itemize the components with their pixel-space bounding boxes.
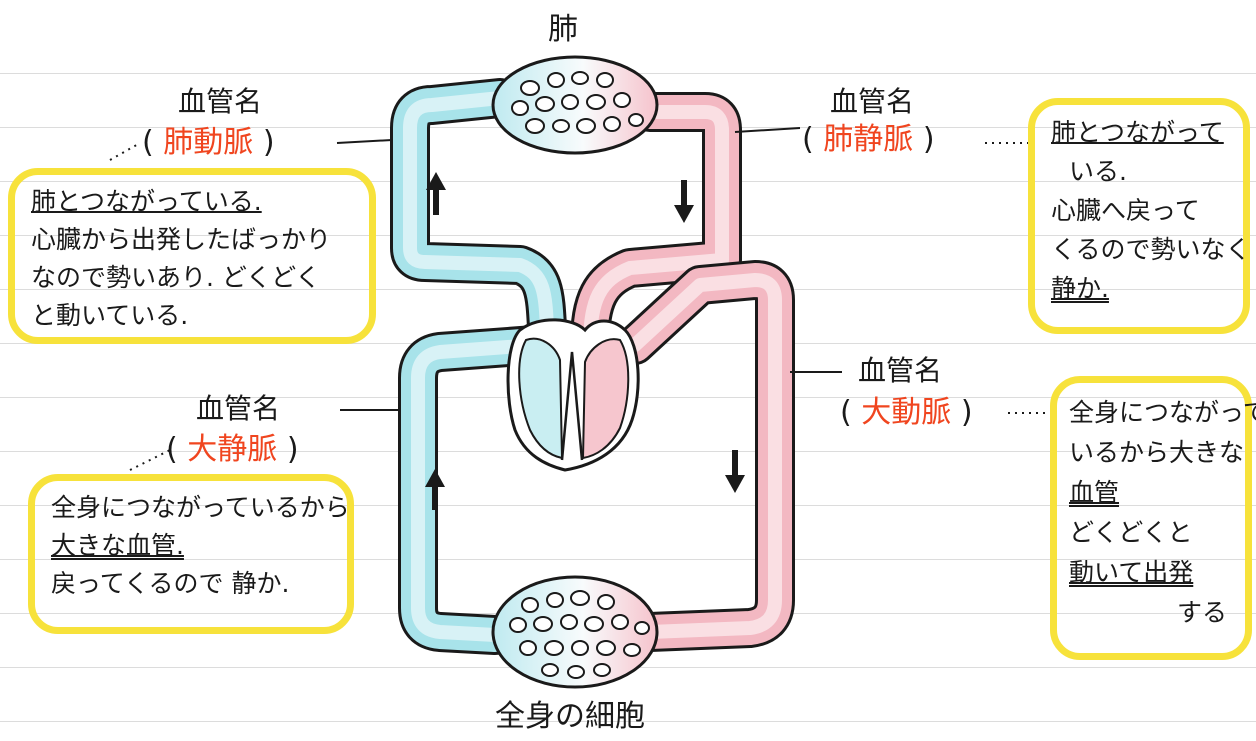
aorta-note: 全身につながって いるから大きな 血管 どくどくと 動いて出発 する	[1050, 376, 1256, 660]
note-line: 心臓へ戻って	[1051, 196, 1200, 225]
flow-arrow-up-pulmonary-artery	[426, 172, 446, 215]
close-paren: )	[286, 432, 299, 467]
note-line: いる.	[1069, 157, 1127, 186]
note-line: なので勢いあり. どくどく	[31, 263, 321, 292]
lung-capillary-bed	[491, 55, 659, 155]
pulmonary-artery-name: ( 肺動脈 )	[142, 128, 275, 158]
pulmonary-vein-note: 肺とつながって いる. 心臓へ戻って くるので勢いなく 静か.	[1028, 98, 1251, 334]
vena-cava-name-text: 大静脈	[187, 432, 278, 467]
lung-label: 肺	[548, 12, 578, 47]
aorta-name-text: 大動脈	[861, 395, 952, 430]
aorta-name: ( 大動脈 )	[840, 398, 973, 428]
leader-line-pulmonary-vein	[734, 127, 801, 133]
vessel-name-label-pulmonary-artery: 血管名	[178, 85, 263, 118]
note-line: いるから大きな	[1069, 438, 1245, 467]
flow-arrow-up-vena-cava	[425, 469, 445, 510]
body-cells-label: 全身の細胞	[495, 699, 645, 734]
dotted-connector-pulmonary-artery	[109, 142, 141, 161]
open-paren: (	[142, 125, 154, 160]
note-line: 戻ってくるので 静か.	[51, 569, 290, 598]
note-line: くるので勢いなく	[1051, 235, 1251, 264]
note-line: 血管	[1069, 478, 1120, 507]
pulmonary-artery-note: 肺とつながっている. 心臓から出発したばっかり なので勢いあり. どくどく と動…	[8, 168, 376, 344]
pulmonary-vein-name-text: 肺静脈	[823, 122, 914, 157]
open-paren: (	[802, 122, 814, 157]
pulmonary-artery-name-text: 肺動脈	[163, 125, 254, 160]
vena-cava-note: 全身につながっているから 大きな血管. 戻ってくるので 静か.	[28, 474, 354, 634]
note-line: 心臓から出発したばっかり	[31, 225, 332, 254]
close-paren: )	[960, 395, 973, 430]
vessel-name-label-pulmonary-vein: 血管名	[830, 85, 915, 118]
note-line: どくどくと	[1069, 518, 1193, 547]
aorta-vessel	[615, 260, 795, 652]
pulmonary-artery-vessel	[390, 78, 568, 365]
vena-cava-name: ( 大静脈 )	[166, 435, 299, 465]
vessel-name-label-vena-cava: 血管名	[196, 392, 281, 425]
flow-arrow-down-aorta	[725, 450, 745, 493]
note-line: 肺とつながっている.	[31, 187, 262, 216]
note-line: 動いて出発	[1069, 558, 1194, 587]
dotted-connector-vena-cava	[129, 449, 171, 471]
vessel-name-label-aorta: 血管名	[858, 354, 943, 387]
vena-cava-vessel	[398, 325, 555, 655]
note-line: 肺とつながって	[1051, 118, 1224, 147]
open-paren: (	[840, 395, 852, 430]
open-paren: (	[166, 432, 178, 467]
close-paren: )	[922, 122, 935, 157]
flow-arrow-down-pulmonary-vein	[674, 180, 694, 223]
heart	[506, 318, 640, 472]
note-line: と動いている.	[31, 301, 189, 330]
note-line: 全身につながっているから	[51, 493, 350, 522]
leader-line-pulmonary-artery	[336, 139, 393, 144]
note-line: 大きな血管.	[51, 531, 184, 560]
note-line: 全身につながって	[1069, 398, 1256, 427]
close-paren: )	[262, 125, 275, 160]
pulmonary-vein-vessel	[570, 92, 742, 365]
pulmonary-vein-name: ( 肺静脈 )	[802, 125, 935, 155]
note-line: 静か.	[1051, 274, 1109, 303]
note-line: する	[1176, 598, 1227, 627]
body-capillary-bed	[491, 575, 659, 689]
